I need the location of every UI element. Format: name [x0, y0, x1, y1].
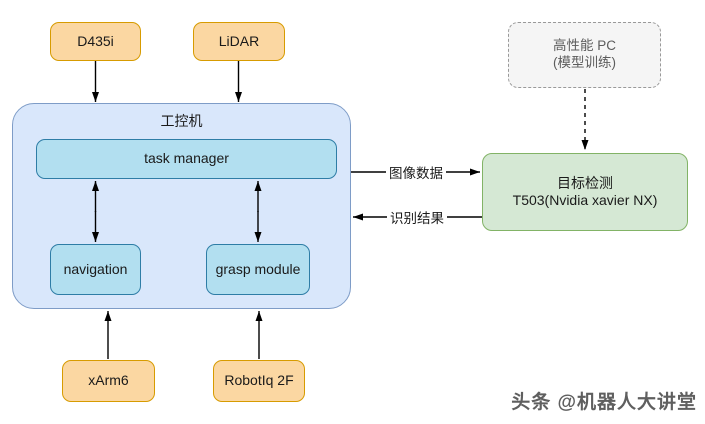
image-data-edge-label: 图像数据 [386, 162, 446, 182]
d435i-label: D435i [77, 32, 114, 49]
high-performance-pc-node: 高性能 PC (模型训练) [508, 22, 661, 88]
high-performance-pc-label-line2: (模型训练) [553, 55, 616, 70]
grasp-module-node: grasp module [206, 244, 310, 295]
recognition-result-edge-label: 识别结果 [387, 207, 447, 227]
industrial-pc-label: 工控机 [160, 113, 203, 129]
target-detection-node: 目标检测 T503(Nvidia xavier NX) [482, 153, 688, 231]
lidar-node: LiDAR [193, 22, 285, 61]
grasp-module-label: grasp module [215, 260, 301, 277]
navigation-node: navigation [50, 244, 141, 295]
navigation-label: navigation [63, 260, 128, 277]
xarm6-label: xArm6 [88, 372, 129, 389]
task-manager-label: task manager [144, 150, 229, 167]
xarm6-node: xArm6 [62, 360, 155, 402]
target-detection-label-line1: 目标检测 [557, 174, 613, 191]
task-manager-node: task manager [36, 139, 337, 179]
watermark-text: 头条 @机器人大讲堂 [511, 392, 697, 413]
target-detection-label-line2: T503(Nvidia xavier NX) [512, 192, 658, 208]
robotiq-label: RobotIq 2F [224, 372, 294, 389]
d435i-node: D435i [50, 22, 141, 61]
high-performance-pc-label-line1: 高性能 PC [552, 38, 616, 54]
lidar-label: LiDAR [218, 32, 260, 49]
robotiq-node: RobotIq 2F [213, 360, 305, 402]
